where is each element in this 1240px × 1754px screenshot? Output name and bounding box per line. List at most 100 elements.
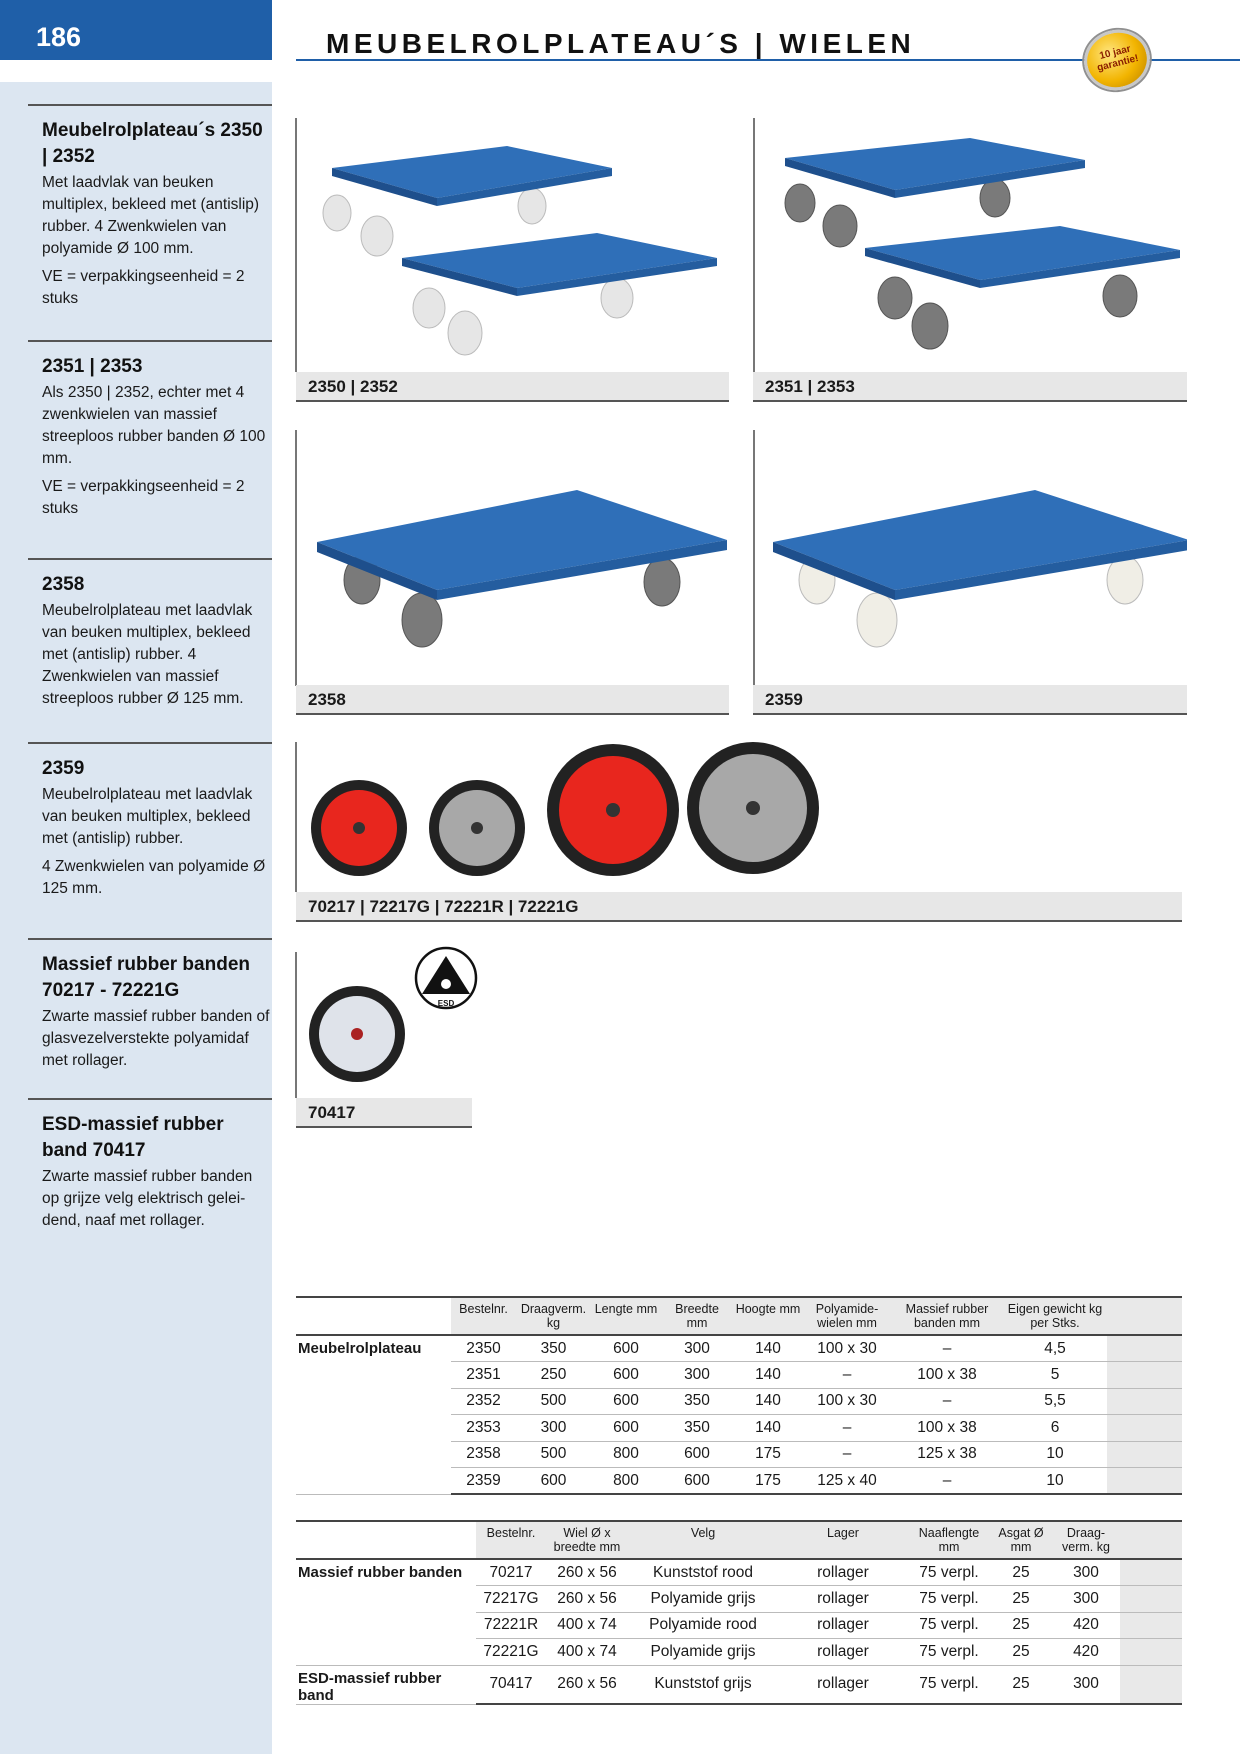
table-cell: 100 x 30 bbox=[803, 1335, 891, 1362]
section-text: Meubelrolplateau met laadvlak van beuken… bbox=[42, 602, 253, 707]
photo-caption: 2351 | 2353 bbox=[753, 372, 1187, 402]
table-cell: 300 bbox=[661, 1335, 733, 1362]
col-header: Wiel Ø x breedte mm bbox=[546, 1521, 628, 1560]
table-cell: 25 bbox=[990, 1665, 1052, 1705]
table-cell: 125 x 38 bbox=[891, 1441, 1003, 1468]
table-cell: 10 bbox=[1003, 1467, 1107, 1495]
table-cell: – bbox=[891, 1335, 1003, 1362]
table-row: 72221R 400 x 74 Polyamide rood rollager … bbox=[296, 1612, 1182, 1639]
sidebar-section-2359: 2359 Meubelrolplateau met laadvlak van b… bbox=[28, 742, 272, 900]
table-cell: 400 x 74 bbox=[546, 1612, 628, 1639]
sidebar: Meubelrolplateau´s 2350 | 2352 Met laadv… bbox=[0, 82, 272, 1754]
table-cell: 500 bbox=[516, 1441, 591, 1468]
table-cell: 25 bbox=[990, 1638, 1052, 1666]
table-row: 72217G 260 x 56 Polyamide grijs rollager… bbox=[296, 1585, 1182, 1613]
col-header: Polyamide-wielen mm bbox=[803, 1297, 891, 1336]
table-cell: 75 verpl. bbox=[908, 1612, 990, 1639]
group-label: Massief rubber banden bbox=[298, 1564, 463, 1581]
table-cell: 2359 bbox=[451, 1467, 516, 1495]
product-photo-2351-2353 bbox=[753, 118, 1187, 372]
esd-wheel-image bbox=[309, 986, 405, 1082]
section-text: Meubelrolplateau met laadvlak van beuken… bbox=[42, 786, 253, 847]
product-photo-2358 bbox=[295, 430, 729, 686]
col-header: Draag-verm. kg bbox=[1052, 1521, 1120, 1560]
section-text: Zwarte massief rubber banden op grijze v… bbox=[42, 1168, 253, 1229]
table-cell: 260 x 56 bbox=[546, 1559, 628, 1586]
col-header: Lengte mm bbox=[591, 1297, 661, 1336]
section-text: VE = verpakkingseenheid = 2 stuks bbox=[42, 478, 245, 517]
wheels-image bbox=[311, 742, 819, 876]
table-cell: rollager bbox=[778, 1585, 908, 1613]
photo-caption: 2358 bbox=[296, 685, 729, 715]
table-cell: rollager bbox=[778, 1612, 908, 1639]
section-text: 4 Zwenkwielen van polyamide Ø 125 mm. bbox=[42, 858, 266, 897]
table-cell: 300 bbox=[1052, 1585, 1120, 1613]
col-header: Velg bbox=[628, 1521, 778, 1560]
col-header: Naaflengte mm bbox=[908, 1521, 990, 1560]
table-cell: – bbox=[803, 1441, 891, 1468]
table-cell: – bbox=[891, 1467, 1003, 1495]
table-cell: – bbox=[803, 1361, 891, 1389]
table-cell: rollager bbox=[778, 1665, 908, 1705]
wheel-spec-table: Bestelnr. Wiel Ø x breedte mm Velg Lager… bbox=[296, 1520, 1182, 1705]
section-title: Meubelrolplateau´s 2350 | 2352 bbox=[42, 120, 263, 167]
table-cell: 100 x 38 bbox=[891, 1361, 1003, 1389]
col-header: Asgat Ø mm bbox=[990, 1521, 1052, 1560]
plateau-spec-table: Bestelnr. Draagverm. kg Lengte mm Breedt… bbox=[296, 1296, 1182, 1495]
table-cell: 300 bbox=[516, 1414, 591, 1442]
section-text: Zwarte massief rubber banden of glasveze… bbox=[42, 1008, 270, 1069]
photo-caption: 2350 | 2352 bbox=[296, 372, 729, 402]
page-number: 186 bbox=[0, 0, 272, 60]
table-row: Meubelrolplateau 2350 350 600 300 140 10… bbox=[296, 1335, 1182, 1362]
table-cell: 250 bbox=[516, 1361, 591, 1389]
title-rule bbox=[296, 59, 1240, 61]
table-cell: 600 bbox=[661, 1441, 733, 1468]
sidebar-section-2351: 2351 | 2353 Als 2350 | 2352, echter met … bbox=[28, 340, 272, 520]
table-cell: 25 bbox=[990, 1559, 1052, 1586]
col-header: Bestelnr. bbox=[451, 1297, 516, 1336]
table-row: ESD-massief rubber band 70417 260 x 56 K… bbox=[296, 1665, 1182, 1705]
section-title: 2359 bbox=[42, 758, 85, 779]
table-cell: 600 bbox=[661, 1467, 733, 1495]
table-cell: 72217G bbox=[476, 1585, 546, 1613]
section-text: VE = verpakkingseenheid = 2 stuks bbox=[42, 268, 245, 307]
table-cell: 350 bbox=[661, 1388, 733, 1415]
table-cell: 70217 bbox=[476, 1559, 546, 1586]
table-cell: 175 bbox=[733, 1467, 803, 1495]
table-cell: 420 bbox=[1052, 1612, 1120, 1639]
rolling-dolly-pair-image bbox=[784, 138, 1180, 350]
photo-caption: 2359 bbox=[753, 685, 1187, 715]
col-header: Breedte mm bbox=[661, 1297, 733, 1336]
table-cell: 175 bbox=[733, 1441, 803, 1468]
table-cell: 500 bbox=[516, 1388, 591, 1415]
table-cell: 600 bbox=[591, 1388, 661, 1415]
col-header: Lager bbox=[778, 1521, 908, 1560]
rolling-dolly-image bbox=[773, 490, 1187, 648]
table-cell: 140 bbox=[733, 1388, 803, 1415]
group-label: ESD-massief rubber band bbox=[296, 1665, 476, 1705]
table-row: 2359 600 800 600 175 125 x 40 – 10 bbox=[296, 1467, 1182, 1495]
table-cell: 75 verpl. bbox=[908, 1559, 990, 1586]
table-cell: 10 bbox=[1003, 1441, 1107, 1468]
table-cell: rollager bbox=[778, 1638, 908, 1666]
rolling-dolly-pair-image bbox=[322, 146, 717, 356]
sidebar-section-wheels: Massief rubber banden 70217 - 72221G Zwa… bbox=[28, 938, 272, 1072]
table-cell: rollager bbox=[778, 1559, 908, 1586]
sidebar-section-esd: ESD-massief rubber band 70417 Zwarte mas… bbox=[28, 1098, 272, 1232]
esd-label: ESD bbox=[438, 999, 455, 1008]
table-cell: 140 bbox=[733, 1414, 803, 1442]
table-cell: 800 bbox=[591, 1441, 661, 1468]
product-photo-2359 bbox=[753, 430, 1187, 686]
table-cell: 2353 bbox=[451, 1414, 516, 1442]
table-cell: 260 x 56 bbox=[546, 1585, 628, 1613]
table-cell: Kunststof grijs bbox=[628, 1665, 778, 1705]
col-header: Eigen gewicht kg per Stks. bbox=[1003, 1297, 1107, 1336]
table-cell: 350 bbox=[516, 1335, 591, 1362]
table-cell: 260 x 56 bbox=[546, 1665, 628, 1705]
table-cell: 4,5 bbox=[1003, 1335, 1107, 1362]
table-cell: 420 bbox=[1052, 1638, 1120, 1666]
photo-caption: 70417 bbox=[296, 1098, 472, 1128]
table-cell: 2358 bbox=[451, 1441, 516, 1468]
col-header: Massief rubber banden mm bbox=[891, 1297, 1003, 1336]
table-cell: 600 bbox=[591, 1335, 661, 1362]
